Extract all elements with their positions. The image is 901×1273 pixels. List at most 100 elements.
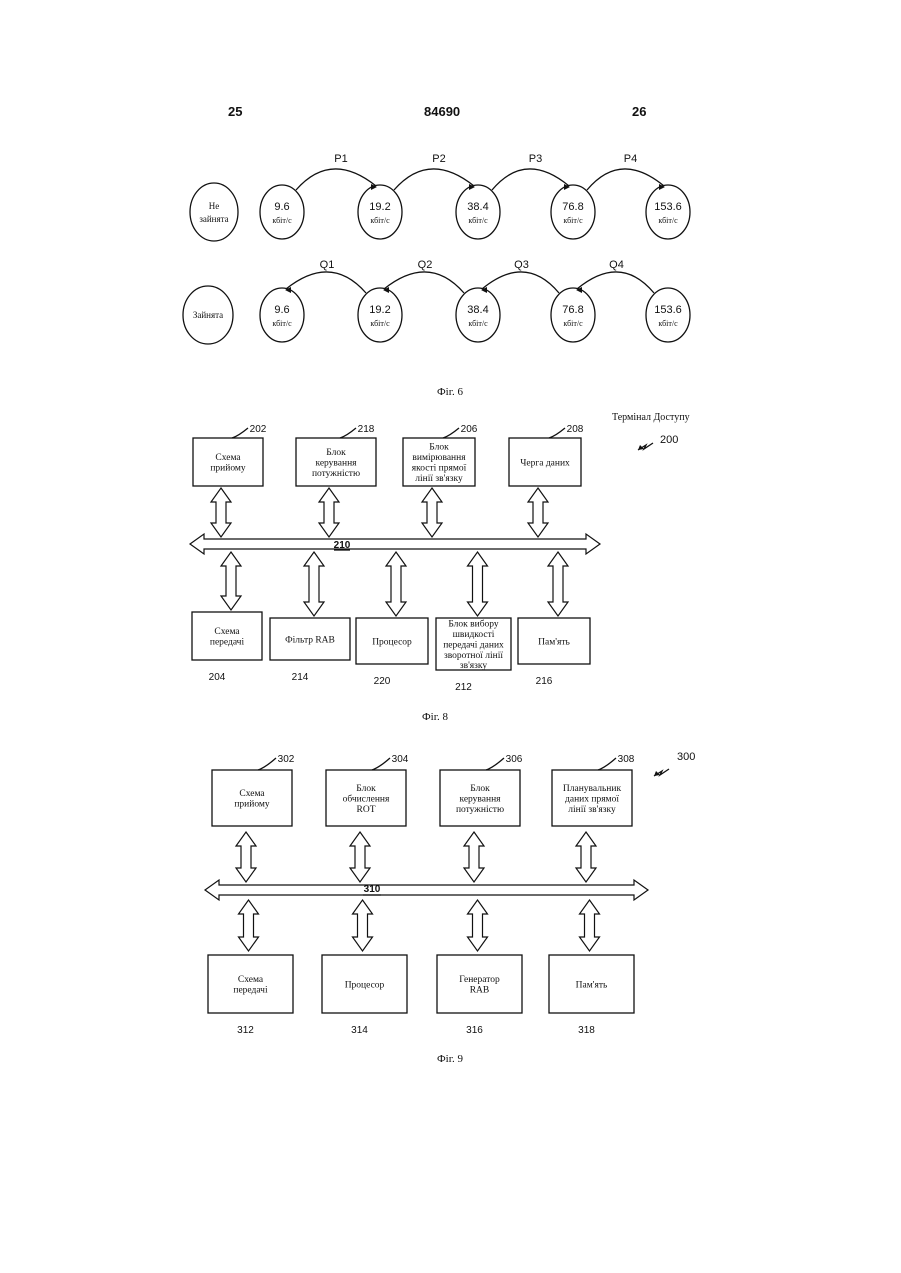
block-label-line: потужністю xyxy=(456,805,504,815)
transition-label-q: Q3 xyxy=(514,259,529,271)
block-reference: 214 xyxy=(292,672,309,683)
reference-leader xyxy=(372,758,390,770)
block-label-line: зворотної лінії xyxy=(444,651,503,661)
block-label-line: лінії зв'язку xyxy=(568,805,616,815)
block-label-line: Блок xyxy=(356,784,376,794)
bidirectional-arrow xyxy=(386,552,406,616)
bidirectional-arrow xyxy=(576,832,596,882)
reference-leader xyxy=(486,758,504,770)
block-reference: 206 xyxy=(461,424,478,435)
state-label-not-busy: зайнята xyxy=(199,214,228,224)
rate-unit: кбіт/с xyxy=(468,216,488,225)
rate-unit: кбіт/с xyxy=(468,319,488,328)
rate-value: 9.6 xyxy=(274,304,289,316)
block-label-line: Процесор xyxy=(345,980,385,990)
rate-unit: кбіт/с xyxy=(658,319,678,328)
reference-number: 200 xyxy=(660,434,678,446)
block-reference: 216 xyxy=(536,676,553,687)
transition-label-p: P3 xyxy=(529,153,542,165)
bidirectional-arrow xyxy=(548,552,568,616)
bidirectional-arrow xyxy=(580,900,600,951)
block-label-line: передачі xyxy=(233,986,268,996)
rate-value: 153.6 xyxy=(654,201,682,213)
block-label-line: керування xyxy=(315,458,357,468)
rate-unit: кбіт/с xyxy=(272,216,292,225)
reference-leader xyxy=(549,428,565,438)
block-label-line: швидкості xyxy=(453,630,495,640)
reference-number: 300 xyxy=(677,751,695,763)
block-reference: 202 xyxy=(250,424,267,435)
transition-label-q: Q1 xyxy=(320,259,335,271)
rate-unit: кбіт/с xyxy=(370,216,390,225)
reference-leader xyxy=(232,428,248,438)
block-label-line: Генератор xyxy=(459,975,500,985)
transition-arc-p xyxy=(296,169,376,190)
block-label-line: Схема xyxy=(238,975,264,985)
block-label-line: Планувальник xyxy=(563,784,622,794)
block-reference: 212 xyxy=(455,682,472,693)
block-label-line: Пам'ять xyxy=(538,637,570,647)
transition-label-p: P2 xyxy=(432,153,445,165)
block-label-line: потужністю xyxy=(312,469,360,479)
block-label-line: вимірювання xyxy=(412,453,466,463)
bus-reference: 310 xyxy=(364,884,381,895)
block-label-line: передачі даних xyxy=(443,640,504,650)
block-reference: 204 xyxy=(209,672,226,683)
block-label-line: керування xyxy=(459,794,501,804)
reference-leader xyxy=(258,758,276,770)
bidirectional-arrow xyxy=(304,552,324,616)
rate-unit: кбіт/с xyxy=(658,216,678,225)
rate-value: 76.8 xyxy=(562,201,583,213)
block-label-line: зв'язку xyxy=(460,661,488,671)
block-reference: 308 xyxy=(618,754,635,765)
bidirectional-arrow xyxy=(211,488,231,537)
data-bus-310 xyxy=(205,880,648,900)
state-label-not-busy: Не xyxy=(209,201,220,211)
block-reference: 306 xyxy=(506,754,523,765)
block-label-line: Черга даних xyxy=(520,458,570,468)
bidirectional-arrow xyxy=(422,488,442,537)
transition-label-p: P1 xyxy=(334,153,347,165)
block-label-line: Блок xyxy=(429,443,449,453)
transition-arc-q xyxy=(577,272,654,293)
reference-leader xyxy=(443,428,459,438)
block-reference: 302 xyxy=(278,754,295,765)
block-label-line: передачі xyxy=(210,638,245,648)
state-circle-not-busy xyxy=(190,183,238,241)
block-reference: 208 xyxy=(567,424,584,435)
reference-leader xyxy=(598,758,616,770)
transition-label-p: P4 xyxy=(624,153,637,165)
rate-value: 19.2 xyxy=(369,201,390,213)
block-label-line: Схема xyxy=(239,789,265,799)
block-reference: 318 xyxy=(578,1025,595,1036)
block-reference: 312 xyxy=(237,1025,254,1036)
rate-unit: кбіт/с xyxy=(272,319,292,328)
block-label-line: Пам'ять xyxy=(576,980,608,990)
rate-value: 76.8 xyxy=(562,304,583,316)
bidirectional-arrow xyxy=(528,488,548,537)
bidirectional-arrow xyxy=(350,832,370,882)
figure-caption: Фіг. 6 xyxy=(437,386,464,398)
state-label-busy: Зайнята xyxy=(193,310,223,320)
bidirectional-arrow xyxy=(221,552,241,610)
block-label-line: Схема xyxy=(215,453,241,463)
rate-unit: кбіт/с xyxy=(563,319,583,328)
rate-unit: кбіт/с xyxy=(370,319,390,328)
bidirectional-arrow xyxy=(464,832,484,882)
transition-label-q: Q2 xyxy=(418,259,433,271)
rate-value: 19.2 xyxy=(369,304,390,316)
block-reference: 316 xyxy=(466,1025,483,1036)
block-label-line: Фільтр RAB xyxy=(285,635,335,645)
rate-unit: кбіт/с xyxy=(563,216,583,225)
block-reference: 304 xyxy=(392,754,409,765)
figure-caption: Фіг. 9 xyxy=(437,1053,464,1065)
block-label-line: лінії зв'язку xyxy=(415,474,463,484)
block-label-line: RAB xyxy=(470,986,490,996)
transition-arc-p xyxy=(492,169,569,190)
bidirectional-arrow xyxy=(236,832,256,882)
block-label-line: даних прямої xyxy=(565,794,619,804)
block-label-line: прийому xyxy=(234,799,270,810)
transition-arc-q xyxy=(286,272,366,293)
